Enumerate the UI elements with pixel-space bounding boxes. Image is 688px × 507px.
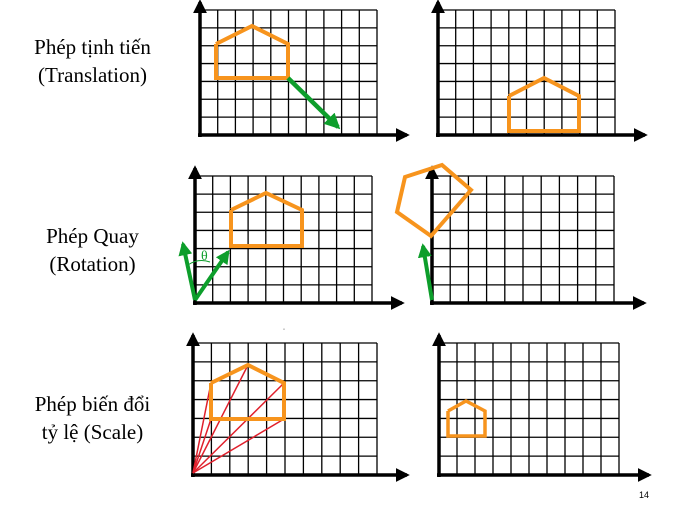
grid-rotation-after bbox=[425, 165, 647, 310]
translation-label-line1: Phép tịnh tiến bbox=[34, 35, 151, 59]
translation-label-line2: (Translation) bbox=[38, 63, 147, 87]
translation-label: Phép tịnh tiến (Translation) bbox=[0, 33, 185, 89]
rotation-label: Phép Quay (Rotation) bbox=[0, 222, 185, 278]
rotation-basis-vectors bbox=[178, 241, 230, 302]
house-shape-before-scale bbox=[209, 362, 286, 421]
rotated-vector bbox=[417, 243, 434, 301]
page-number: 14 bbox=[639, 490, 650, 500]
scale-label-line1: Phép biến đổi bbox=[34, 392, 151, 416]
house-shape-before-rotation bbox=[229, 190, 304, 248]
house-shape-translated bbox=[507, 75, 581, 133]
rotation-label-line1: Phép Quay bbox=[46, 224, 139, 248]
house-shape-original bbox=[214, 23, 290, 80]
grid-translation-before bbox=[193, 0, 410, 142]
grid-rotation-before bbox=[188, 165, 405, 310]
translation-vector bbox=[286, 76, 341, 130]
grid-scale-before bbox=[186, 332, 410, 482]
scale-label-line2: tỷ lệ (Scale) bbox=[41, 420, 144, 444]
grid-translation-after bbox=[431, 0, 648, 142]
scale-label: Phép biến đổi tỷ lệ (Scale) bbox=[0, 390, 185, 446]
house-shape-rotated bbox=[394, 162, 474, 239]
house-shape-scaled bbox=[446, 399, 487, 438]
theta-symbol: θ bbox=[201, 249, 208, 264]
stray-mark: ˘ bbox=[283, 328, 285, 335]
rotation-label-line2: (Rotation) bbox=[49, 252, 136, 276]
grid-scale-after bbox=[432, 332, 652, 482]
